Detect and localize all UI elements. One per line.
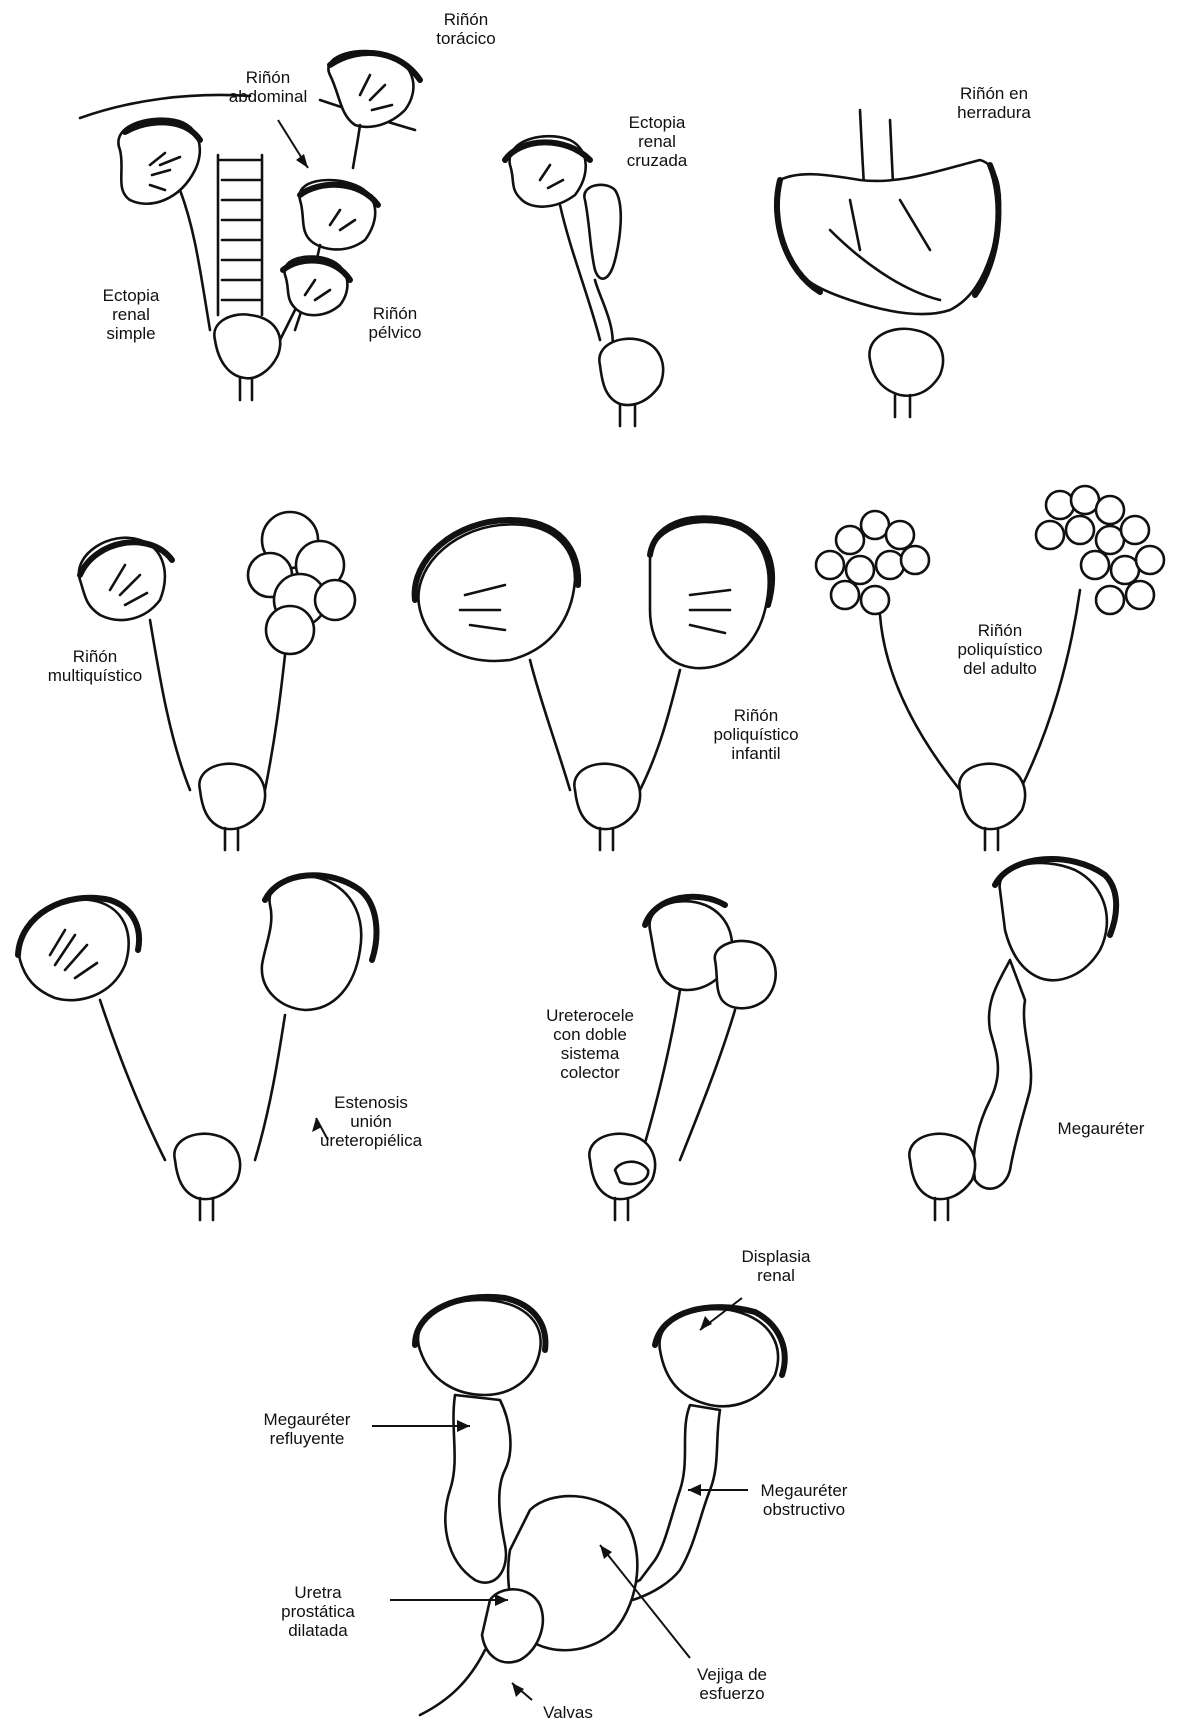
label-megaureter: Megauréter (1058, 1119, 1145, 1138)
cyst-cluster-drawing (248, 512, 355, 654)
estenosis-drawing (18, 875, 376, 1220)
herradura-drawing (775, 110, 1000, 417)
megaureter-drawing (909, 859, 1116, 1220)
valvas-drawing (415, 1297, 785, 1715)
spine-drawing (218, 155, 262, 315)
ectopia-cruzada-drawing (505, 136, 663, 426)
label-valvas: Valvas (543, 1703, 593, 1722)
poliquistico-infantil-drawing (415, 518, 772, 850)
